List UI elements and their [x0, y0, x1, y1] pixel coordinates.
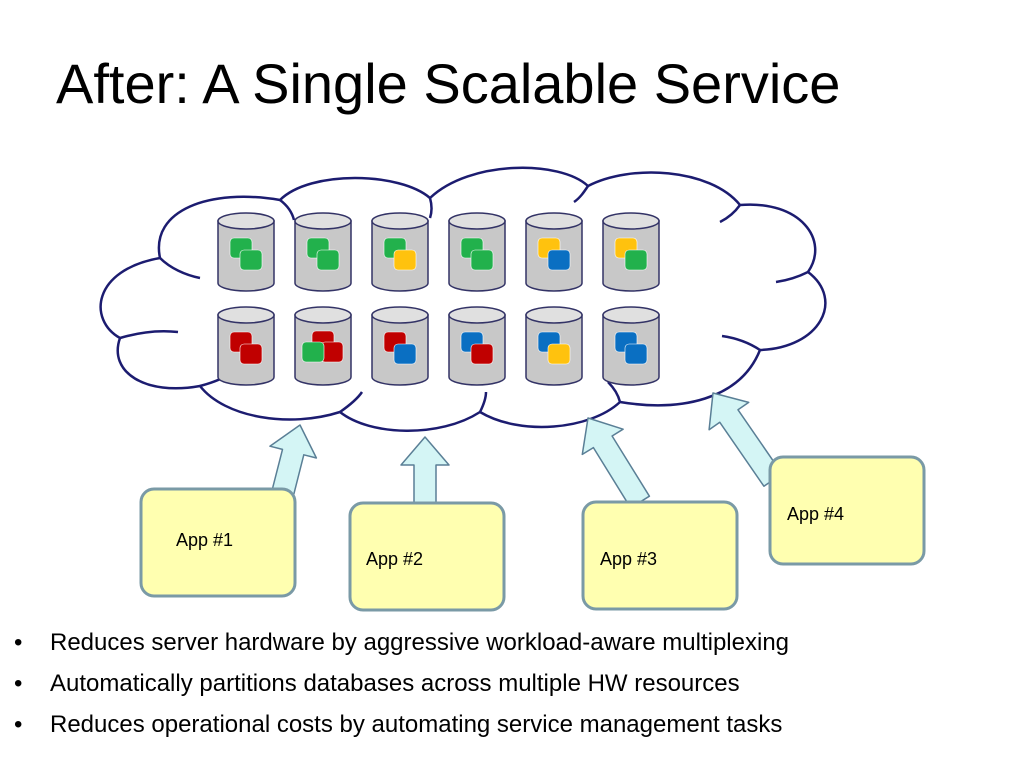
database-cylinder [602, 306, 660, 386]
database-cylinder [371, 306, 429, 386]
cloud-inner-arc [719, 204, 742, 224]
bullet-item: • Reduces server hardware by aggressive … [14, 624, 1014, 665]
cloud-inner-arc [478, 391, 488, 413]
cylinder-top [371, 306, 429, 324]
blue-data-tile [547, 249, 571, 271]
blue-data-tile [624, 343, 648, 365]
cylinder-top [217, 212, 275, 230]
database-cylinder [525, 306, 583, 386]
red-data-tile [239, 343, 263, 365]
bullet-text: Reduces operational costs by automating … [50, 711, 783, 738]
cylinder-top [217, 306, 275, 324]
app-box-1: App #1 [139, 487, 297, 598]
up-arrow [269, 424, 318, 496]
red-data-tile [470, 343, 494, 365]
bullet-marker: • [14, 670, 23, 697]
app-box-2: App #2 [348, 501, 506, 612]
database-cylinder [448, 212, 506, 292]
green-data-tile [239, 249, 263, 271]
cloud-inner-arc [119, 330, 179, 340]
cylinder-top [448, 212, 506, 230]
app-label: App #2 [366, 549, 423, 569]
app-box-4: App #4 [768, 455, 926, 566]
green-data-tile [624, 249, 648, 271]
cylinder-top [294, 306, 352, 324]
app-boxes: App #1 App #2 App #3 App #4 [139, 455, 926, 612]
cylinder-top [294, 212, 352, 230]
bullet-text: Automatically partitions databases acros… [50, 670, 740, 697]
database-cylinder [525, 212, 583, 292]
green-data-tile [470, 249, 494, 271]
green-data-tile [301, 341, 325, 363]
cloud-inner-arc [721, 334, 761, 352]
cloud-inner-arc [339, 391, 364, 414]
database-cylinder [602, 212, 660, 292]
green-data-tile [316, 249, 340, 271]
app-box-frame [139, 487, 297, 598]
cylinder-top [525, 212, 583, 230]
up-arrow [581, 417, 651, 509]
cloud-inner-arc [279, 199, 296, 221]
up-arrow [708, 392, 783, 487]
cloud-inner-arc [428, 197, 433, 219]
database-cylinder [217, 306, 275, 386]
database-cylinder [217, 212, 275, 292]
database-cylinder [294, 306, 352, 386]
bullet-text: Reduces server hardware by aggressive wo… [50, 629, 790, 656]
blue-data-tile [393, 343, 417, 365]
cloud-inner-arc [573, 185, 590, 204]
bullet-list: • Reduces server hardware by aggressive … [14, 624, 1014, 747]
app-label: App #4 [787, 504, 844, 524]
database-cylinder [294, 212, 352, 292]
bullet-marker: • [14, 629, 23, 656]
database-cylinder [448, 306, 506, 386]
cylinder-top [371, 212, 429, 230]
bullet-marker: • [14, 711, 23, 738]
cylinder-top [602, 306, 660, 324]
app-box-frame [348, 501, 506, 612]
app-label: App #3 [600, 549, 657, 569]
cylinder-top [525, 306, 583, 324]
yellow-data-tile [547, 343, 571, 365]
cloud [99, 166, 827, 432]
app-box-frame [768, 455, 926, 566]
yellow-data-tile [393, 249, 417, 271]
up-arrow [400, 436, 450, 504]
arrows [269, 392, 783, 509]
app-box-frame [581, 500, 739, 611]
cylinder-top [602, 212, 660, 230]
cylinder-top [448, 306, 506, 324]
database-cylinder [371, 212, 429, 292]
bullet-item: • Reduces operational costs by automatin… [14, 706, 1014, 747]
slide-title: After: A Single Scalable Service [56, 52, 841, 115]
app-box-3: App #3 [581, 500, 739, 611]
cloud-inner-arc [775, 270, 809, 284]
cloud-inner-arc [159, 257, 201, 280]
database-grid [217, 212, 660, 386]
cloud-inner-arc [607, 381, 622, 403]
bullet-item: • Automatically partitions databases acr… [14, 665, 1014, 706]
service-diagram: App #1 App #2 App #3 App #4 [99, 166, 926, 612]
cloud-outline [99, 166, 827, 432]
app-label: App #1 [176, 530, 233, 550]
